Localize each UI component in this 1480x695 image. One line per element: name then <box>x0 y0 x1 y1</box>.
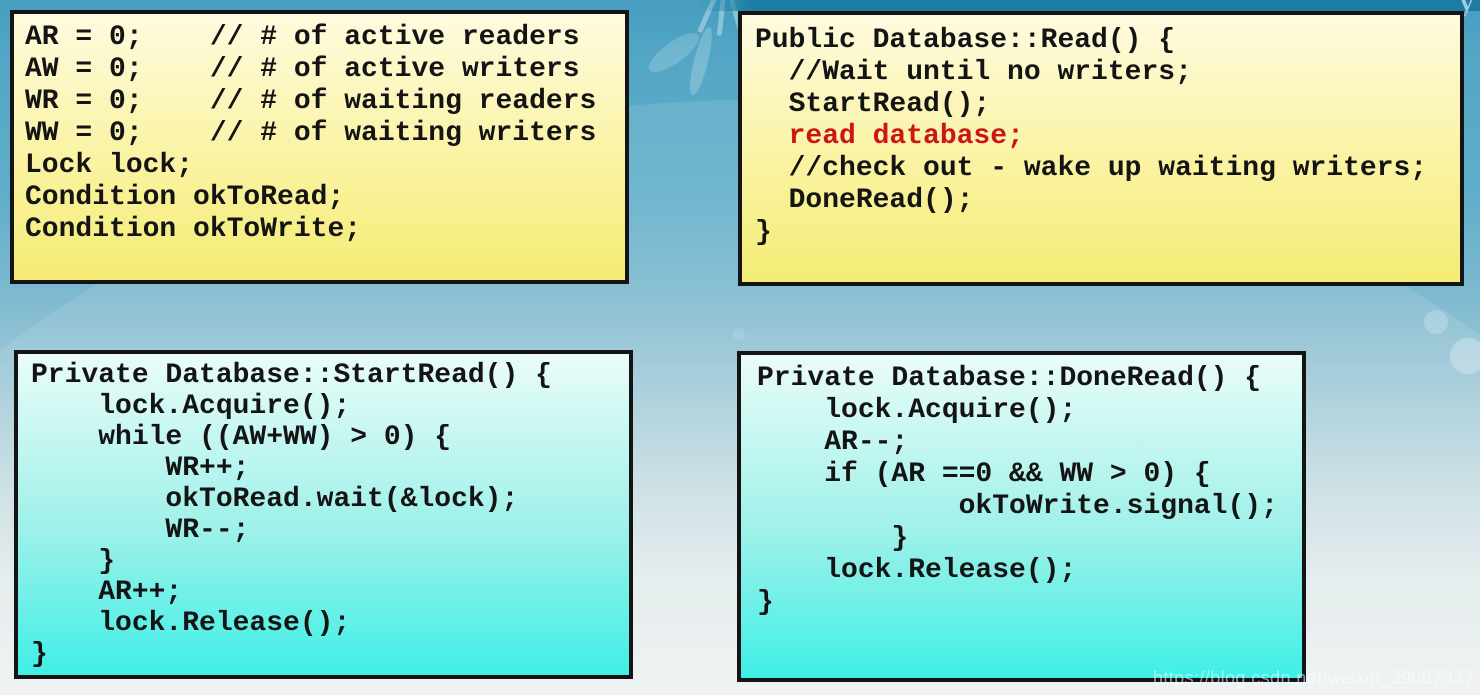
code-line: Condition okToRead; <box>25 182 345 213</box>
code-line: while ((AW+WW) > 0) { <box>31 422 452 453</box>
code-line: } <box>31 546 116 577</box>
code-line: WW = 0; // # of waiting writers <box>25 118 597 149</box>
bubble-decoration <box>1424 310 1448 334</box>
code-line: WR++; <box>31 453 250 484</box>
code-line: WR--; <box>31 515 250 546</box>
code-line: lock.Release(); <box>31 608 351 639</box>
code-line: Lock lock; <box>25 150 194 181</box>
code-line: AR = 0; // # of active readers <box>25 22 580 53</box>
code-line: } <box>755 217 772 248</box>
csdn-watermark: https://blog.csdn.net/weixin_39007337 <box>1152 668 1474 688</box>
code-line: DoneRead(); <box>755 185 974 216</box>
code-box-read: Public Database::Read() { //Wait until n… <box>738 11 1464 286</box>
code-line: lock.Acquire(); <box>757 395 1077 426</box>
code-line: StartRead(); <box>755 89 991 120</box>
code-line: WR = 0; // # of waiting readers <box>25 86 597 117</box>
code-line: Private Database::StartRead() { <box>31 360 552 391</box>
code-box-globals: AR = 0; // # of active readers AW = 0; /… <box>10 10 629 284</box>
code-line: //check out - wake up waiting writers; <box>755 153 1428 184</box>
code-line: okToWrite.signal(); <box>757 491 1278 522</box>
code-line: okToRead.wait(&lock); <box>31 484 519 515</box>
code-line: } <box>757 523 909 554</box>
code-line-highlighted: read database; <box>755 121 1024 152</box>
code-line: Condition okToWrite; <box>25 214 362 245</box>
code-line: Public Database::Read() { <box>755 25 1176 56</box>
bubble-decoration <box>733 328 745 340</box>
code-line: lock.Acquire(); <box>31 391 351 422</box>
code-line: //Wait until no writers; <box>755 57 1192 88</box>
code-line: lock.Release(); <box>757 555 1077 586</box>
code-box-doneread: Private Database::DoneRead() { lock.Acqu… <box>737 351 1306 682</box>
template-banner-strip <box>700 0 1480 11</box>
code-line: AR++; <box>31 577 183 608</box>
code-line: Private Database::DoneRead() { <box>757 363 1262 394</box>
bubble-decoration <box>1450 338 1480 374</box>
code-box-startread: Private Database::StartRead() { lock.Acq… <box>14 350 633 679</box>
code-line: AW = 0; // # of active writers <box>25 54 580 85</box>
code-line: } <box>31 639 48 670</box>
code-line: } <box>757 587 774 618</box>
code-line: if (AR ==0 && WW > 0) { <box>757 459 1211 490</box>
code-line: AR--; <box>757 427 909 458</box>
